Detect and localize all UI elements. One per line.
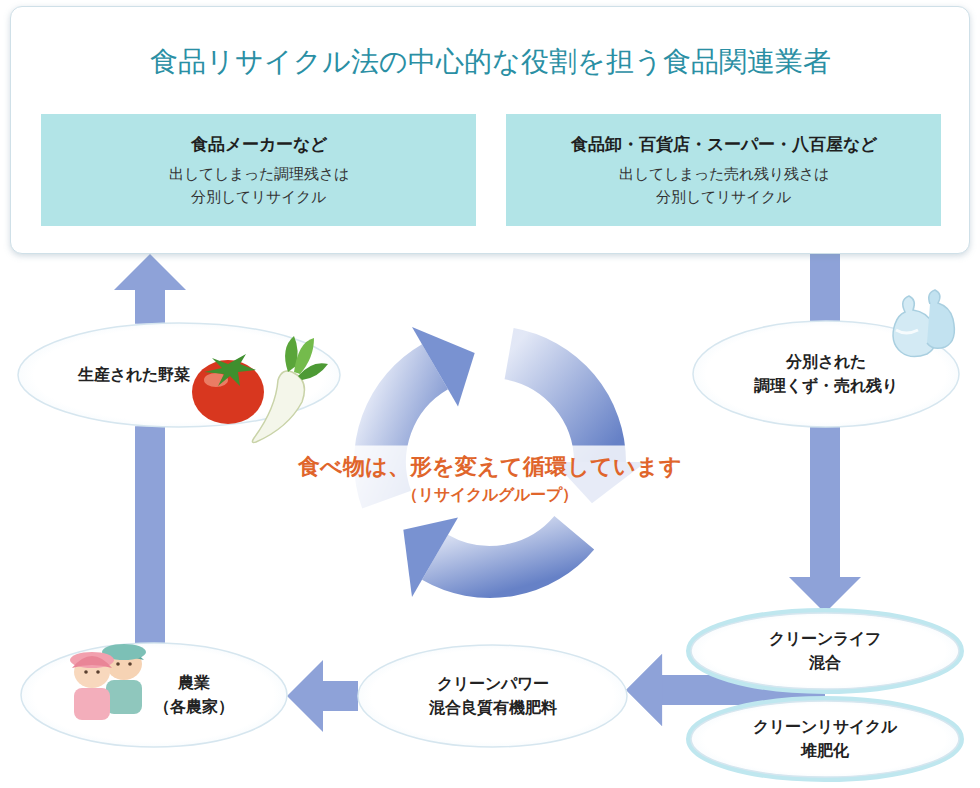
node-title: 食品メーカーなど — [191, 132, 327, 158]
arrow-head — [626, 654, 662, 726]
ellipse-shape — [21, 643, 287, 747]
node-content: 分別された 調理くず・売れ残り — [690, 318, 962, 430]
ellipse-shape — [693, 321, 959, 427]
node-title: 農業 （各農家） — [149, 671, 239, 719]
node-title: 食品リサイクル法の中心的な役割を担う食品関連業者 — [150, 41, 831, 83]
business-box: 食品卸・百貨店・スーパー・八百屋など出してしまった売れ残り残さは 分別してリサイ… — [506, 114, 941, 226]
center-slogan: 食べ物は、形を変えて循環しています — [298, 450, 682, 483]
tomato-illustration — [192, 354, 264, 424]
flow-arrow — [789, 427, 861, 613]
arrow-head — [287, 660, 323, 732]
recycle-arc — [435, 533, 574, 572]
node-content: 食品メーカーなど出してしまった調理残さは 分別してリサイクル — [41, 114, 476, 226]
node-content: 農業 （各農家） — [18, 640, 290, 750]
ellipse-glow — [689, 699, 961, 779]
ellipse-outline — [688, 698, 962, 780]
recycle-head — [403, 517, 458, 597]
process-ellipse: 分別された 調理くず・売れ残り — [690, 318, 962, 430]
bag-icon — [893, 290, 954, 357]
ellipse-shape — [358, 645, 627, 747]
center-subtitle: （リサイクルグループ） — [298, 483, 682, 507]
arrow-head — [626, 654, 662, 726]
node-body: 出してしまった調理残さは 分別してリサイクル — [164, 163, 353, 208]
group-box: 食品リサイクル法の中心的な役割を担う食品関連業者食品メーカーなど出してしまった調… — [10, 6, 970, 254]
ellipse-shape — [691, 613, 959, 689]
arrow-bar — [135, 426, 165, 643]
node-content: 生産された野菜 — [15, 320, 343, 430]
arrow-head — [114, 254, 186, 290]
node-body: 出してしまった売れ残り残さは 分別してリサイクル — [614, 163, 833, 208]
farm-ellipse: 農業 （各農家） — [18, 640, 290, 750]
node-content: クリーンリサイクル 堆肥化 — [688, 698, 962, 780]
flow-arrow — [150, 426, 151, 643]
node-title: クリーンパワー 混合良質有機肥料 — [424, 672, 562, 720]
vegetable-ellipse: 生産された野菜 — [15, 320, 343, 430]
node-title: 食品卸・百貨店・スーパー・八百屋など — [571, 132, 877, 158]
process-ellipse: クリーンライフ 混合 — [688, 610, 962, 692]
node-title: 生産された野菜 — [78, 363, 190, 387]
node-title: クリーンリサイクル 堆肥化 — [748, 715, 902, 763]
ellipse-outline — [688, 610, 962, 692]
node-content: 食品卸・百貨店・スーパー・八百屋など出してしまった売れ残り残さは 分別してリサイ… — [506, 114, 941, 226]
business-box: 食品メーカーなど出してしまった調理残さは 分別してリサイクル — [41, 114, 476, 226]
flow-arrow — [287, 660, 358, 732]
ellipse-shape — [18, 323, 340, 427]
arrow-head — [789, 577, 861, 613]
recycle-head — [412, 327, 475, 407]
process-ellipse: クリーンリサイクル 堆肥化 — [688, 698, 962, 780]
arrow-bar — [810, 427, 840, 579]
ellipse-outline — [690, 318, 962, 430]
node-title: クリーンライフ 混合 — [764, 627, 886, 675]
ellipse-glow — [689, 611, 961, 691]
node-content: クリーンライフ 混合 — [688, 610, 962, 692]
ellipse-outline — [18, 640, 290, 750]
daikon-illustration — [252, 336, 328, 443]
node-content: クリーンパワー 混合良質有機肥料 — [355, 642, 630, 750]
center-caption: 食べ物は、形を変えて循環しています（リサイクルグループ） — [288, 446, 692, 511]
farmers-illustration — [70, 644, 146, 720]
node-title: 分別された 調理くず・売れ残り — [749, 350, 903, 398]
arrow-bar — [135, 288, 165, 324]
ellipse-outline — [355, 642, 630, 750]
arrow-bar — [810, 254, 840, 321]
ellipse-shape — [691, 701, 959, 777]
process-ellipse: クリーンパワー 混合良質有機肥料 — [355, 642, 630, 750]
flow-arrow — [114, 254, 186, 324]
flow-arrow — [825, 254, 826, 321]
arrow-bar — [321, 681, 358, 711]
